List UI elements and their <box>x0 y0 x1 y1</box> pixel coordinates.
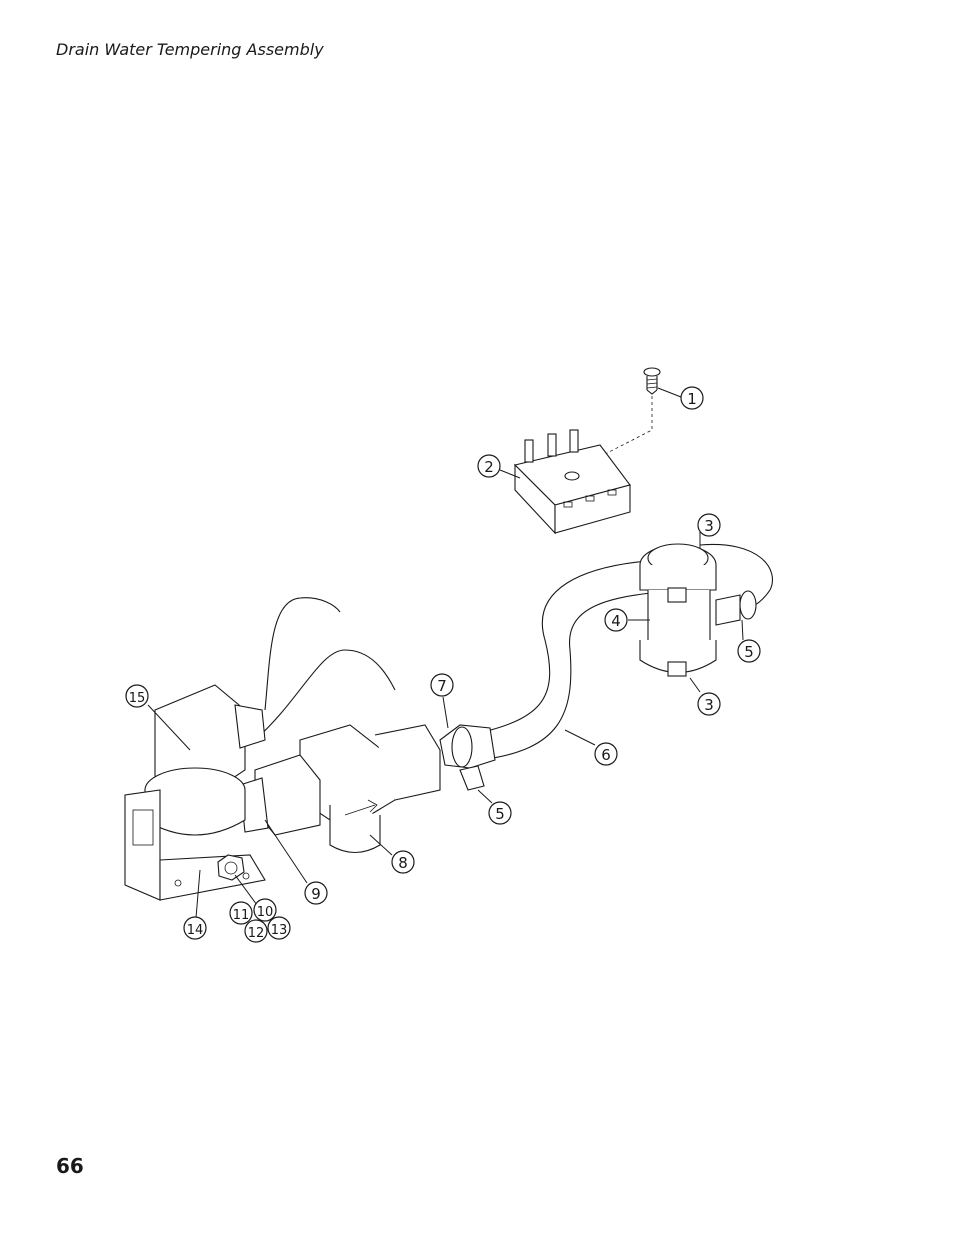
callout-6: 6 <box>594 742 618 766</box>
part-screw <box>569 367 661 473</box>
svg-text:8: 8 <box>398 854 408 872</box>
svg-text:5: 5 <box>495 805 505 823</box>
page-number: 66 <box>56 1154 84 1178</box>
svg-text:10: 10 <box>257 905 274 920</box>
svg-text:3: 3 <box>704 517 714 535</box>
callout-7: 7 <box>430 673 454 697</box>
svg-text:11: 11 <box>233 908 250 923</box>
svg-text:3: 3 <box>704 696 714 714</box>
svg-text:6: 6 <box>601 746 611 764</box>
svg-text:13: 13 <box>271 923 288 938</box>
svg-text:2: 2 <box>484 458 494 476</box>
callout-3-bottom: 3 <box>697 692 721 716</box>
part-control-block <box>513 429 631 535</box>
callout-15: 15 <box>125 684 149 708</box>
callout-3-top: 3 <box>697 513 721 537</box>
callout-10: 10 <box>253 898 277 922</box>
leader-lines <box>147 387 744 919</box>
svg-text:15: 15 <box>129 691 146 706</box>
part-solenoid <box>144 597 396 836</box>
callout-14: 14 <box>183 916 207 940</box>
callout-9: 9 <box>304 881 328 905</box>
part-hose-fitting <box>439 724 496 791</box>
part-tempering-housing <box>639 543 757 677</box>
svg-text:7: 7 <box>437 677 447 695</box>
part-valve-body <box>299 724 441 854</box>
callout-8: 8 <box>391 850 415 874</box>
callout-1: 1 <box>680 386 704 410</box>
svg-text:9: 9 <box>311 885 321 903</box>
callout-5-left: 5 <box>488 801 512 825</box>
callout-5-right: 5 <box>737 639 761 663</box>
callout-4: 4 <box>604 608 628 632</box>
part-adapter <box>239 754 321 836</box>
callout-12: 12 <box>244 919 268 943</box>
callout-13: 13 <box>267 916 291 940</box>
callout-11: 11 <box>229 901 253 925</box>
svg-text:14: 14 <box>187 923 204 938</box>
part-fasteners <box>217 854 245 881</box>
page-header-title: Drain Water Tempering Assembly <box>56 40 324 59</box>
callout-2: 2 <box>477 454 501 478</box>
svg-text:12: 12 <box>248 926 265 941</box>
svg-text:4: 4 <box>611 612 621 630</box>
part-hose <box>469 543 773 761</box>
svg-text:5: 5 <box>744 643 754 661</box>
svg-text:1: 1 <box>687 390 697 408</box>
